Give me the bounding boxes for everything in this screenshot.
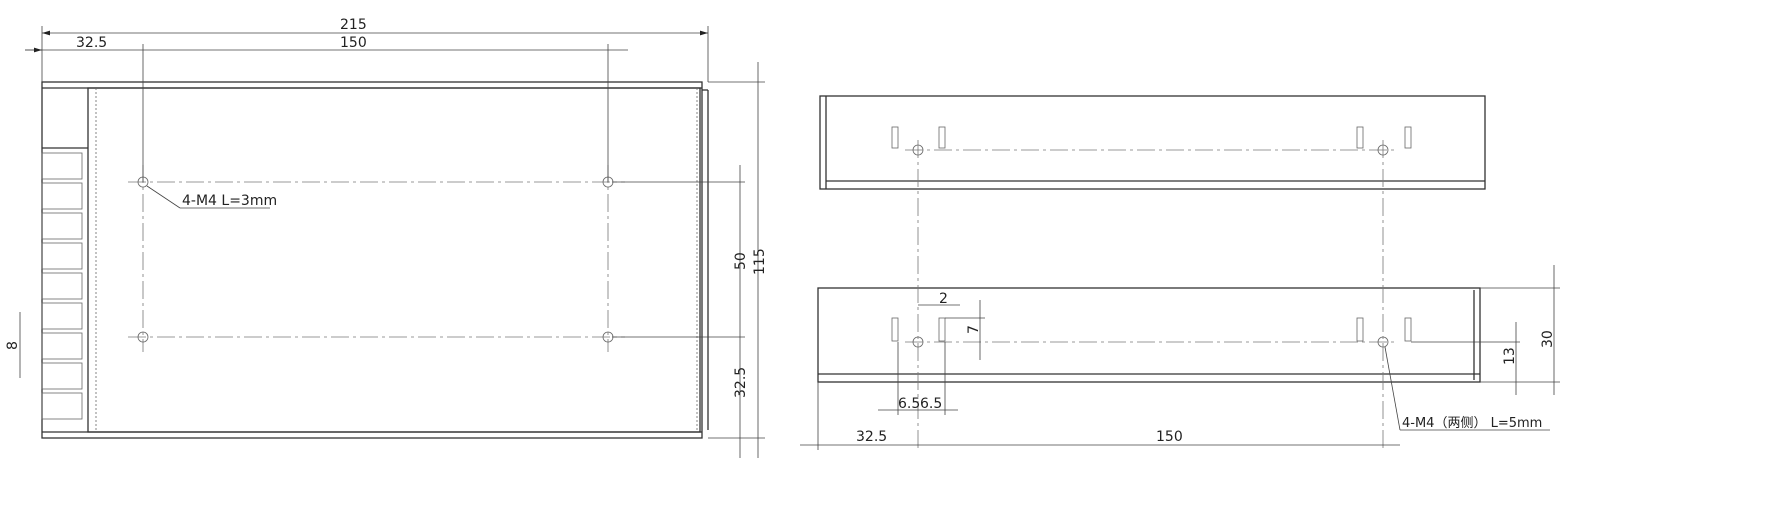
dim-slot-width: 2 xyxy=(939,291,948,307)
hole-callout-front: 4-M4 L=3mm xyxy=(182,193,277,209)
front-view: 215 32.5 150 115 50 32.5 8 4-M4 L=3mm xyxy=(5,17,768,458)
terminal xyxy=(41,152,83,180)
side-dimensions: 2 7 6.5 6.5 32.5 150 13 30 4-M4（两侧） L=5m… xyxy=(800,265,1560,450)
side-view-top xyxy=(819,95,1486,190)
terminal xyxy=(41,212,83,240)
dim-overall-length: 215 xyxy=(340,17,367,33)
terminal xyxy=(41,302,83,330)
dim-hole-spacing-y: 50 xyxy=(733,252,749,270)
dim-hole-offset-x: 32.5 xyxy=(76,35,107,51)
dim-hole-offset-y: 32.5 xyxy=(733,367,749,398)
dim-slot-height: 7 xyxy=(966,325,982,334)
dim-slot-offset-right: 6.5 xyxy=(920,396,942,412)
terminal xyxy=(41,332,83,360)
terminal-block xyxy=(41,147,88,420)
terminal xyxy=(41,392,83,420)
dim-terminal-pitch: 8 xyxy=(5,341,21,350)
cover-plate xyxy=(87,87,701,433)
dim-hole-offset-x-side: 32.5 xyxy=(856,429,887,445)
dim-hole-spacing-x: 150 xyxy=(340,35,367,51)
terminal xyxy=(41,242,83,270)
dim-side-height: 30 xyxy=(1540,330,1556,348)
hole-callout-side: 4-M4（两侧） L=5mm xyxy=(1402,416,1542,431)
terminal xyxy=(41,362,83,390)
side-view-bottom xyxy=(817,140,1520,448)
dim-overall-height: 115 xyxy=(752,248,768,275)
dim-hole-spacing-x-side: 150 xyxy=(1156,429,1183,445)
terminal xyxy=(41,182,83,210)
dim-hole-height: 13 xyxy=(1502,347,1518,365)
terminal xyxy=(41,272,83,300)
dim-slot-offset-left: 6.5 xyxy=(898,396,920,412)
enclosure-outline xyxy=(41,81,703,439)
